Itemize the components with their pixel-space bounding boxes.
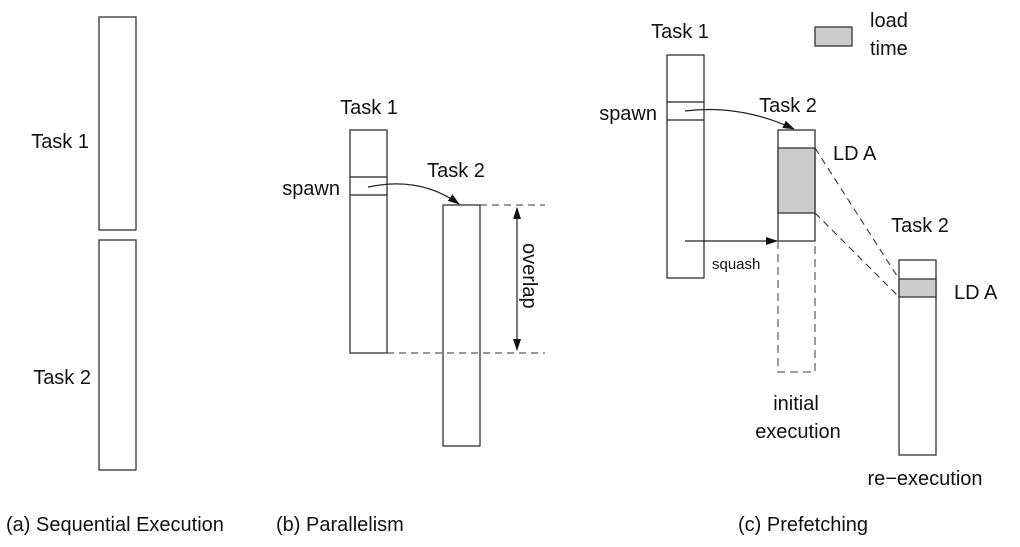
spawn-label: spawn	[282, 178, 340, 200]
reexec-label: re−execution	[867, 468, 982, 490]
task1-bar	[666, 54, 705, 279]
task2-reexec-label: Task 2	[891, 215, 949, 237]
squash-label: squash	[712, 256, 760, 273]
panel-a: Task 1 Task 2 (a) Sequential Execution	[6, 16, 224, 536]
task1-label: Task 1	[340, 97, 398, 119]
load-time-block-initial	[777, 147, 816, 214]
spawn-label: spawn	[599, 103, 657, 125]
task2-label: Task 2	[759, 95, 817, 117]
legend-swatch	[814, 26, 853, 47]
spawn-arrow	[367, 183, 460, 205]
task1-bar	[98, 16, 137, 231]
task1-label: Task 1	[31, 131, 89, 153]
legend-label-line2: time	[870, 38, 908, 60]
ld-a-label-reexec: LD A	[954, 282, 998, 304]
overlap-label: overlap	[518, 243, 540, 309]
initial-label-line1: initial	[773, 393, 819, 415]
initial-label-line2: execution	[755, 421, 841, 443]
legend-label-line1: load	[870, 10, 908, 32]
panel-b: Task 1 spawn Task 2 overlap (b) Parallel…	[276, 97, 545, 536]
caption-c: (c) Prefetching	[738, 514, 868, 536]
task2-label: Task 2	[33, 367, 91, 389]
load-time-block-reexec	[898, 278, 937, 298]
task2-bar	[442, 204, 481, 447]
caption-a: (a) Sequential Execution	[6, 514, 224, 536]
task2-label: Task 2	[427, 160, 485, 182]
projection-line-top	[814, 147, 900, 280]
ld-a-label-initial: LD A	[833, 143, 877, 165]
task1-label: Task 1	[651, 21, 709, 43]
projection-line-bottom	[814, 212, 900, 298]
task2-bar	[98, 239, 137, 471]
panel-c: load time Task 1 spawn Task 2 LD A squas…	[599, 10, 998, 536]
squashed-region	[777, 241, 816, 373]
task1-bar	[349, 129, 388, 354]
caption-b: (b) Parallelism	[276, 514, 404, 536]
spawn-arrow	[684, 108, 795, 130]
